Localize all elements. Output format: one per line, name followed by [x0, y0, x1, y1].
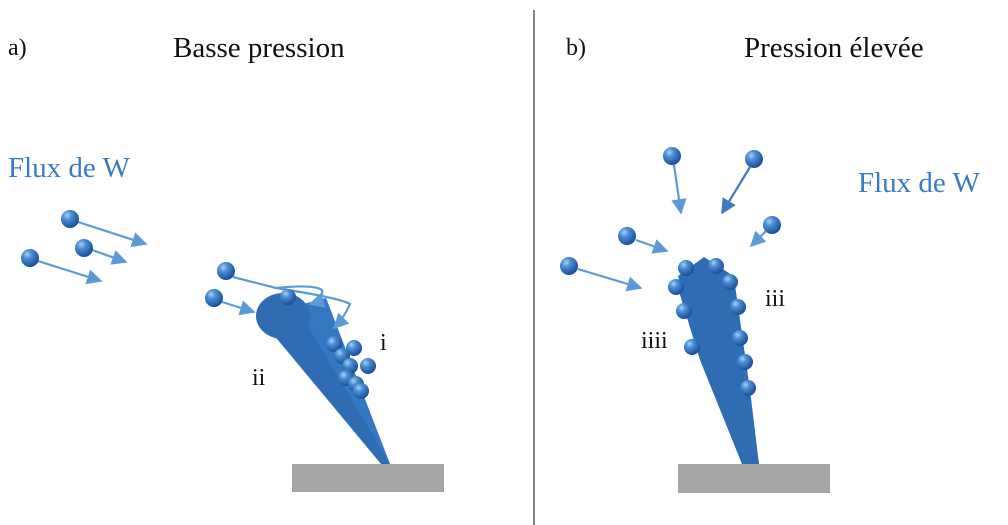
column-atom: [722, 274, 738, 290]
diffusion-path: [275, 286, 352, 330]
flux-atom: [75, 239, 93, 257]
column-atom: [732, 330, 748, 346]
panel-b-flux-atoms: [560, 147, 781, 292]
panel-a-title: Basse pression: [173, 32, 345, 64]
flux-arrow: [221, 300, 256, 316]
panel-a-flux-label: Flux de W: [8, 152, 131, 184]
panel-b-label-iii: iii: [765, 286, 785, 312]
flux-arrow: [37, 259, 103, 285]
panel-a-substrate: [292, 464, 444, 492]
column-atom: [730, 299, 746, 315]
panel-a-atom-cluster: [326, 336, 376, 399]
diffusion-path: [232, 275, 326, 308]
tip-atom: [280, 289, 296, 305]
panel-b-label-iiii: iiii: [641, 328, 668, 354]
panel-b-column-atoms: [668, 258, 756, 396]
panel-b-flux-label: Flux de W: [858, 167, 981, 199]
flux-arrow: [635, 238, 669, 254]
flux-atom: [217, 262, 235, 280]
flux-atom: [61, 210, 79, 228]
cluster-atom: [326, 336, 342, 352]
panel-a-label-ii: ii: [252, 365, 266, 391]
panel-b-title: Pression élevée: [744, 32, 924, 64]
panel-b-column-body: [676, 278, 759, 464]
flux-arrow: [749, 230, 767, 248]
flux-atom: [663, 147, 681, 165]
panel-a-label-i: i: [380, 330, 387, 356]
cluster-atom: [353, 383, 369, 399]
flux-arrow: [721, 166, 751, 215]
flux-atom: [205, 289, 223, 307]
panel-a-column: [258, 298, 390, 464]
flux-atom: [618, 227, 636, 245]
flux-atom: [763, 216, 781, 234]
flux-atom: [21, 249, 39, 267]
column-atom: [684, 339, 700, 355]
flux-atom: [560, 257, 578, 275]
panel-b: b) Pression élevée Flux de W: [560, 32, 981, 493]
column-atom: [668, 279, 684, 295]
panel-a-flux-atoms: [21, 210, 148, 285]
panel-a: a) Basse pression Flux de W: [8, 32, 444, 492]
flux-arrow: [77, 220, 148, 248]
panel-b-substrate: [678, 464, 830, 493]
panel-a-surface-diffusion: [205, 262, 352, 330]
column-atom: [708, 258, 724, 274]
panel-a-letter: a): [8, 35, 27, 61]
column-atom: [737, 354, 753, 370]
column-atom: [740, 380, 756, 396]
flux-arrow: [577, 267, 643, 292]
panel-b-letter: b): [566, 35, 586, 61]
panel-a-column-cap: [256, 293, 310, 339]
cluster-atom: [360, 358, 376, 374]
flux-atom: [745, 150, 763, 168]
flux-arrow: [671, 164, 687, 215]
cluster-atom: [346, 340, 362, 356]
flux-arrow: [91, 248, 128, 265]
column-atom: [678, 260, 694, 276]
column-atom: [676, 303, 692, 319]
